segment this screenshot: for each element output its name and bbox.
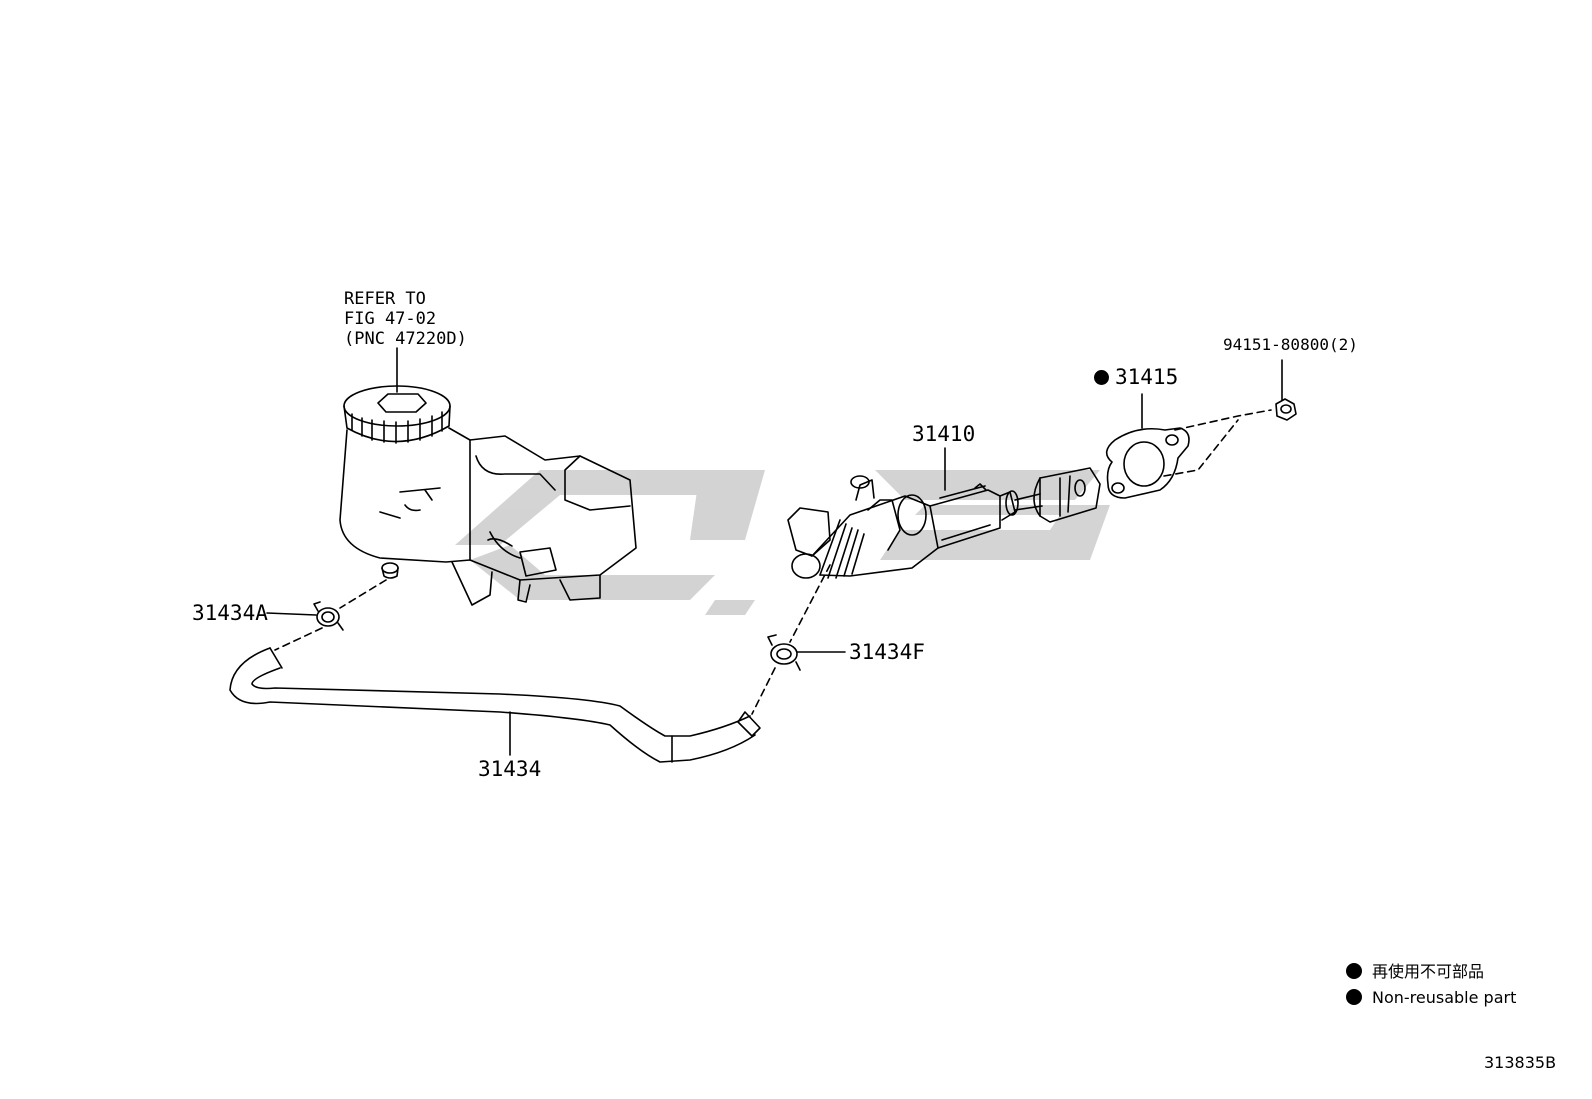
nut xyxy=(1275,398,1297,421)
reference-note-line3: (PNC 47220D) xyxy=(344,329,467,349)
part-number-31415[interactable]: 31415 xyxy=(1094,367,1178,388)
legend-english: Non-reusable part xyxy=(1346,989,1516,1006)
part-number-31434[interactable]: 31434 xyxy=(478,757,542,781)
reference-note: REFER TO FIG 47-02 (PNC 47220D) xyxy=(344,289,467,349)
part-number-31415-text: 31415 xyxy=(1115,365,1179,389)
figure-code: 313835B xyxy=(1484,1053,1557,1072)
reference-note-line2: FIG 47-02 xyxy=(344,309,437,329)
part-number-31434a[interactable]: 31434A xyxy=(192,601,268,625)
reference-note-line1: REFER TO xyxy=(344,289,426,309)
gasket xyxy=(1105,427,1190,499)
part-number-31410[interactable]: 31410 xyxy=(912,422,976,446)
part-number-31434f[interactable]: 31434F xyxy=(849,640,925,664)
clip-a xyxy=(313,601,344,631)
legend-bullet-icon xyxy=(1346,963,1362,979)
clip-a-leader xyxy=(266,612,317,616)
clutch-master-cylinder xyxy=(787,467,1101,579)
legend-bullet-icon xyxy=(1346,989,1362,1005)
legend-japanese: 再使用不可部品 xyxy=(1346,963,1484,980)
non-reusable-bullet-icon xyxy=(1094,370,1109,385)
part-number-94151[interactable]: 94151-80800(2) xyxy=(1223,335,1358,354)
hose xyxy=(229,647,761,763)
assembly-lines xyxy=(274,409,1272,715)
reservoir-tank xyxy=(339,385,637,606)
legend-japanese-text: 再使用不可部品 xyxy=(1372,962,1485,981)
clip-f xyxy=(767,634,801,671)
legend-english-text: Non-reusable part xyxy=(1372,988,1517,1007)
